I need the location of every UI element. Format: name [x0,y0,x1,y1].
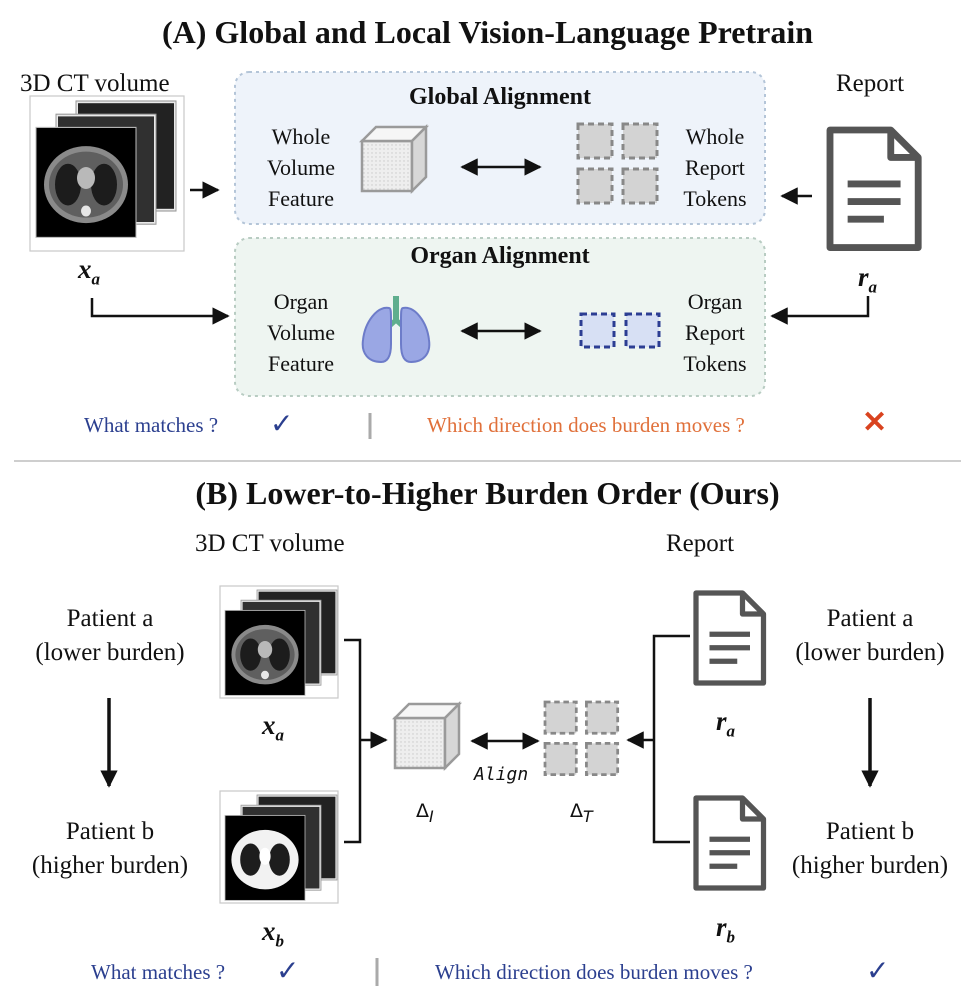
x-b-var: xb [262,916,284,951]
ct-bracket [344,638,362,844]
organ-alignment-title: Organ Alignment [410,243,590,269]
x-a-var-b: xa [262,710,284,745]
align-label: Align [474,764,529,785]
r-b-var: rb [716,912,736,947]
check-icon: ✓ [270,409,294,440]
global-alignment-title: Global Alignment [408,84,592,110]
organ-token-icons [579,312,661,349]
ct-volume-box-outline [29,95,185,252]
part-b-title: (B) Lower-to-Higher Burden Order (Ours) [195,475,780,511]
ct-volume-label-b: 3D CT volume [195,530,345,557]
patient-a-label-right: Patient a(lower burden) [795,605,945,666]
x-a-var: xa [78,254,100,289]
cube-icon [360,125,428,193]
report-label-b: Report [665,530,735,557]
ct-volume-b-icon [225,795,337,900]
part-a-title: (A) Global and Local Vision-Language Pre… [161,14,813,50]
check-icon-b1: ✓ [276,956,300,987]
part-a-what-matches: What matches ? [84,413,219,437]
r-a-var: ra [858,262,878,297]
report-bracket [652,634,690,844]
ct-volume-label: 3D CT volume [20,70,170,97]
part-b-what-matches: What matches ? [91,960,226,984]
delta-i-label: ΔI [416,800,434,826]
ct-volume-b-outline [219,790,339,904]
ct-volume-a-icon [225,590,337,695]
check-icon-b2: ✓ [866,956,890,987]
ct-volume-icon [36,101,176,237]
document-icon [830,130,918,248]
ct-volume-a-outline [219,585,339,699]
report-to-organ-arrow [770,296,870,325]
document-b-icon [696,798,764,888]
patient-b-label-right: Patient b(higher burden) [791,818,949,879]
ct-to-organ-arrow [90,298,230,325]
delta-t-label: ΔT [570,800,593,826]
r-a-var-b: ra [716,706,736,741]
patient-a-label-left: Patient a(lower burden) [35,605,185,666]
cross-icon: ✕ [862,406,888,439]
patient-b-label-left: Patient b(higher burden) [31,818,189,879]
part-a-which-direction: Which direction does burden moves ? [427,413,745,437]
cube-delta-i-icon [393,702,461,770]
lungs-icon [361,296,431,364]
report-label: Report [835,70,905,97]
part-b-which-direction: Which direction does burden moves ? [435,960,753,984]
token-grid-delta-t-icon [543,700,620,777]
document-a-icon [696,593,764,683]
